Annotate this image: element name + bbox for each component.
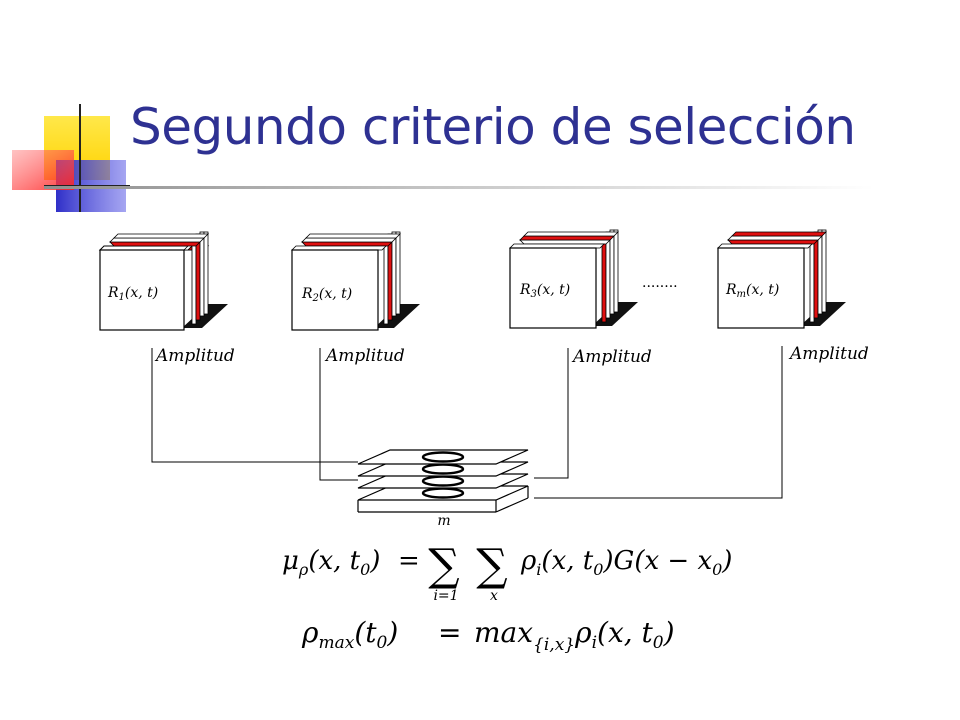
sum1-symbol: ∑: [428, 540, 459, 591]
cube-label: R3(x, t): [519, 282, 570, 300]
cube-label: Rm(x, t): [725, 282, 779, 300]
amplitude-label-3: Amplitud: [571, 347, 652, 367]
slice-stack: [717, 229, 827, 323]
cube-r2: R2(x, t): [291, 231, 420, 331]
amplitude-label-1: Amplitud: [154, 346, 235, 366]
slice-stack: [109, 231, 209, 325]
amplitude-label-2: Amplitud: [324, 346, 405, 366]
formula-mu: μρ(x, t0) = m ∑ i=1 ∑ x ρi(x, t0)G(x − x…: [282, 513, 732, 604]
cube-rm: Rm(x, t): [717, 229, 846, 329]
plane-2: [357, 461, 529, 477]
cube-r3: R3(x, t): [509, 229, 638, 329]
cube-label: R2(x, t): [301, 286, 352, 304]
connector-2: [319, 348, 358, 481]
connector-m: [534, 346, 783, 499]
title-divider: [44, 186, 874, 189]
formula-rho-max-equals: =: [438, 616, 461, 649]
cube-front-face: [291, 249, 379, 331]
connector-lines: [151, 346, 783, 499]
sum2-lower: x: [490, 588, 498, 604]
formula-mu-equals: =: [398, 546, 420, 576]
svg-text:max{i,x}ρi(x, t0): max{i,x}ρi(x, t0): [474, 616, 675, 655]
slice-stack: [291, 231, 401, 325]
amplitude-label-m: Amplitud: [788, 344, 869, 364]
connector-1: [151, 348, 358, 463]
sum2-symbol: ∑: [476, 540, 507, 591]
plane-stack: [357, 449, 529, 513]
plane-3: [357, 473, 529, 489]
cube-label: R1(x, t): [107, 285, 158, 303]
svg-text:μρ(x, t0): μρ(x, t0): [282, 546, 380, 579]
svg-text:ρmax(t0): ρmax(t0): [301, 616, 398, 653]
slide-title: Segundo criterio de selección: [130, 98, 856, 156]
plane-4: [357, 485, 529, 513]
cube-front-face: [509, 247, 597, 329]
slice-stack: [509, 229, 619, 323]
plane-1: [357, 449, 529, 465]
connector-3: [534, 348, 569, 479]
svg-text:ρi(x, t0)G(x − x0): ρi(x, t0)G(x − x0): [520, 546, 732, 579]
sum1-lower: i=1: [433, 588, 458, 604]
cube-r1: R1(x, t): [98, 231, 228, 331]
logo-red-square: [12, 150, 74, 190]
cube-front-face: [99, 249, 185, 331]
cube-ellipsis: ........: [642, 275, 678, 291]
sum1-upper: m: [437, 513, 450, 529]
cube-front-face: [717, 247, 805, 329]
formula-rho-max: ρmax(t0) = max{i,x}ρi(x, t0): [301, 616, 675, 655]
